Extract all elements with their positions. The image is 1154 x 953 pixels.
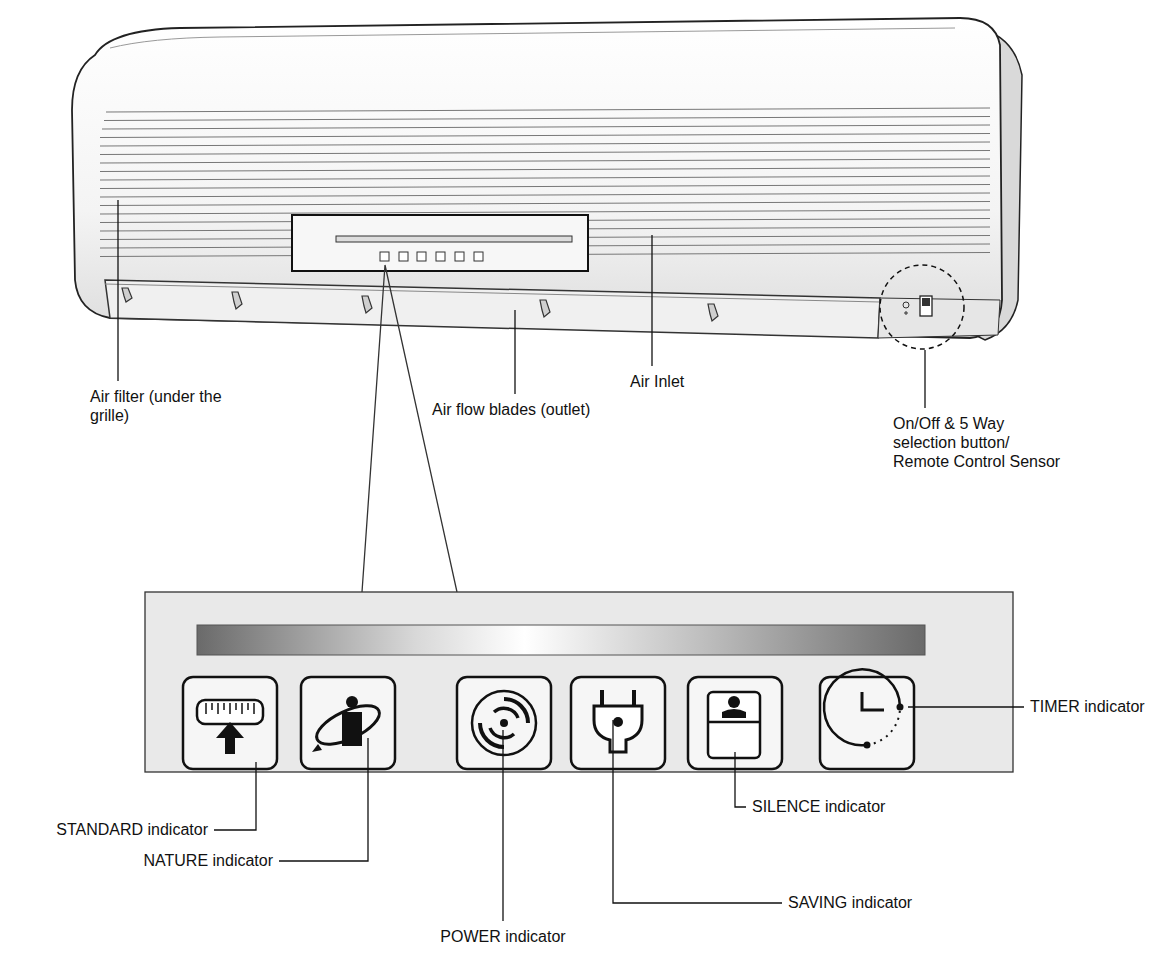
indicator-label: POWER indicator	[440, 927, 565, 946]
part-label: On/Off & 5 Way selection button/ Remote …	[893, 414, 1065, 471]
part-label: Air filter (under the grille)	[90, 387, 225, 425]
indicator-label: STANDARD indicator	[56, 820, 208, 839]
indicator-label: SILENCE indicator	[752, 797, 885, 816]
part-label: Air Inlet	[630, 372, 684, 391]
part-label: Air flow blades (outlet)	[432, 400, 590, 419]
indicator-label: SAVING indicator	[788, 893, 912, 912]
indicator-label: NATURE indicator	[143, 851, 273, 870]
indicator-label: TIMER indicator	[1030, 697, 1145, 716]
